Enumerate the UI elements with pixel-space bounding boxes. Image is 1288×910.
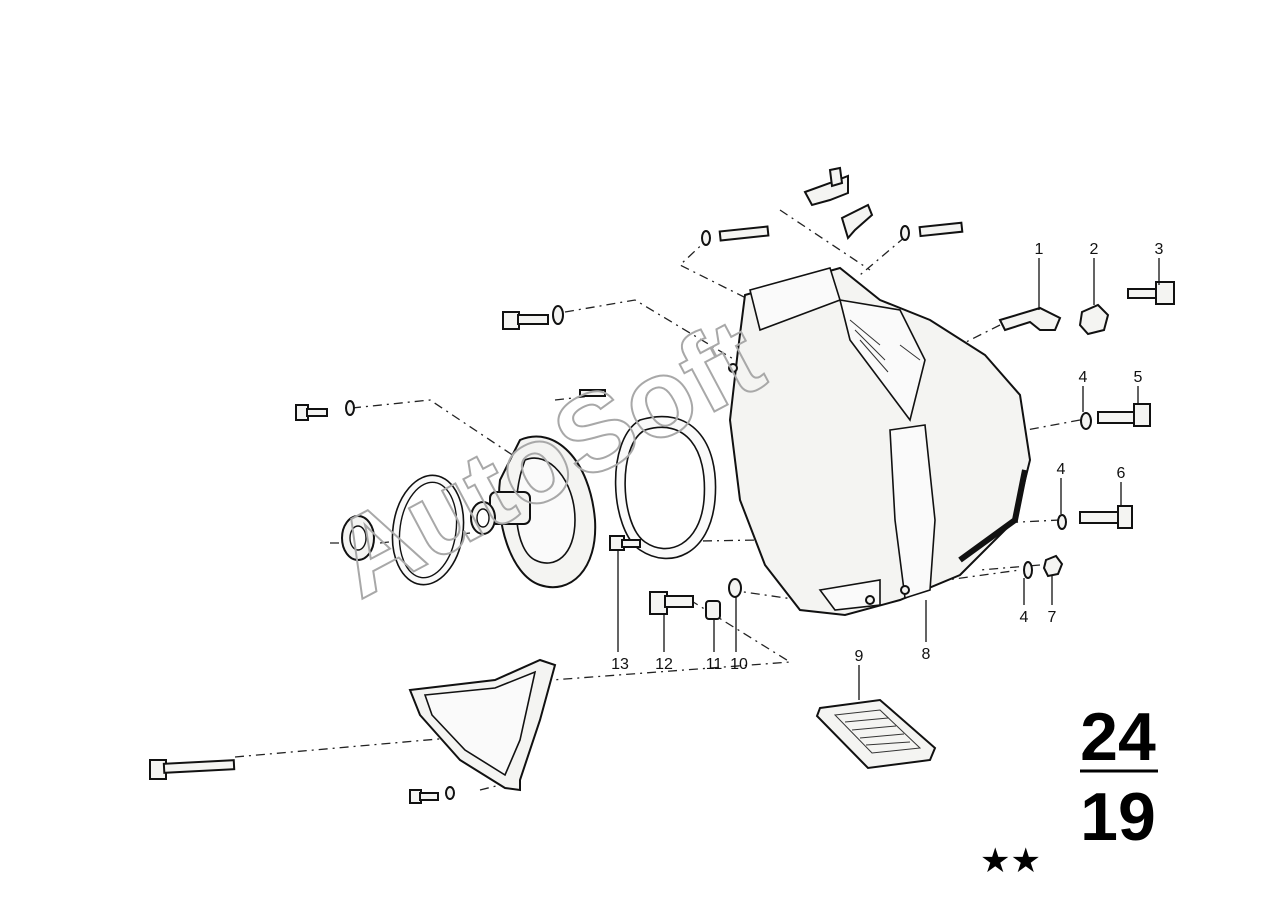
callout-1: 1 [1035,241,1044,258]
clip-bracket-top [803,166,874,241]
callout-9: 9 [855,648,864,665]
group-number: 24 19 [1080,699,1158,855]
transmission-bell-housing [728,266,1032,617]
bearing-cover-flange [470,435,597,589]
bolt-top-left [701,225,770,246]
long-bolt [149,759,236,780]
dowel-part-11 [705,600,721,620]
bolt-lower-small [409,786,455,804]
bolt-part-12 [649,591,694,615]
bolt-left-small [295,400,355,421]
washer-part-4b [1057,514,1067,530]
lower-dust-cover [408,658,557,792]
callout-10: 10 [730,656,748,673]
callout-4b: 4 [1057,461,1066,478]
bolt-top-right [900,221,964,241]
bolt-part-13 [609,535,641,551]
callout-4c: 4 [1020,609,1029,626]
bolt-part-5 [1097,403,1151,427]
gasket-large [614,415,717,560]
callout-12: 12 [655,656,673,673]
nut-part-2 [1078,303,1110,336]
rating-stars: ★★ [980,841,1041,881]
callout-8: 8 [922,646,931,663]
washer-part-4a [1080,412,1092,430]
o-ring [391,474,465,586]
callout-2: 2 [1090,241,1099,258]
group-number-top: 24 [1080,699,1156,775]
shaft-seal [341,515,375,561]
callout-4a: 4 [1079,369,1088,386]
callout-13: 13 [611,656,629,673]
nut-part-7 [1042,554,1064,578]
callout-5: 5 [1134,369,1143,386]
bolt-left-upper [502,305,564,330]
callout-6: 6 [1117,465,1126,482]
callout-7: 7 [1048,609,1057,626]
group-number-bottom: 19 [1080,779,1156,855]
bolt-part-6 [1079,505,1133,529]
inspection-cover-part-9 [815,698,937,770]
bracket-part-1 [998,306,1062,332]
bolt-flange-pin [579,389,606,397]
leader-lines [617,258,1160,700]
washer-part-10 [728,578,742,598]
callout-3: 3 [1155,241,1164,258]
callout-11: 11 [706,656,723,673]
washer-part-4c [1023,561,1033,579]
callout-labels: 1 2 3 4 5 4 6 4 7 8 9 10 11 12 13 [611,241,1163,673]
bolt-part-3 [1127,281,1175,305]
